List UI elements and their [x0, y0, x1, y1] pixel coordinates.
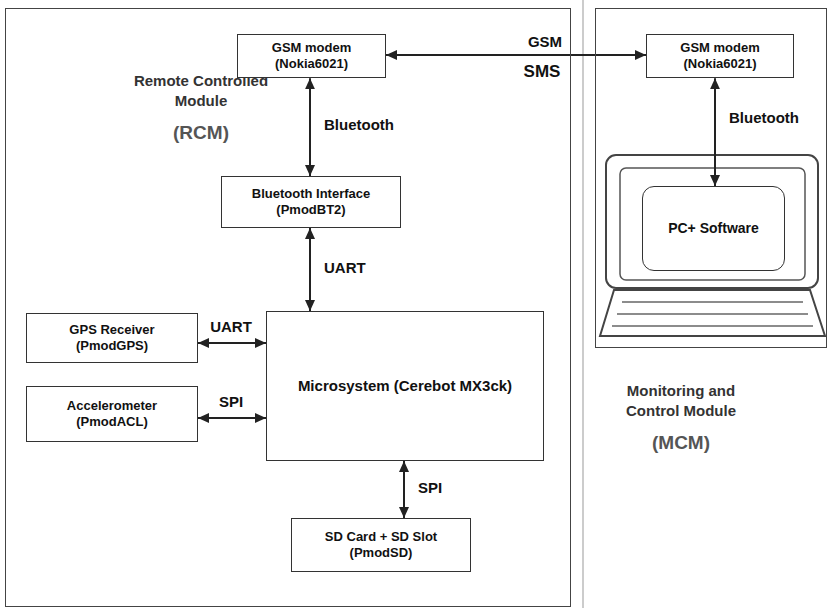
keyboard-line [617, 313, 808, 315]
link-label: UART [208, 318, 254, 336]
link-arrow [309, 228, 311, 311]
link-label: SPI [416, 479, 444, 497]
interface-box: Bluetooth Interface (PmodBT2) [221, 176, 401, 228]
link-arrow [386, 54, 646, 56]
storage-box: SD Card + SD Slot (PmodSD) [291, 518, 471, 572]
software-box: PC+ Software [642, 186, 785, 271]
controller-box: Microsystem (Cerebot MX3ck) [266, 311, 544, 461]
separator-line [583, 0, 584, 608]
link-arrow [714, 78, 716, 186]
module-region: Monitoring and Control Module(MCM)GSM mo… [595, 8, 827, 348]
box-label: GPS Receiver (PmodGPS) [33, 322, 191, 355]
box-label: GSM modem (Nokia6021) [244, 40, 379, 73]
laptop-base [600, 290, 825, 336]
box-label: GSM modem (Nokia6021) [653, 40, 787, 73]
modem-box: GSM modem (Nokia6021) [646, 34, 794, 79]
region-title: Monitoring and Control Module [606, 381, 756, 420]
box-label: Bluetooth Interface (PmodBT2) [228, 186, 394, 219]
link-arrow [198, 342, 266, 344]
region-abbreviation: (MCM) [606, 431, 756, 456]
keyboard-line [612, 325, 813, 327]
sensor-box: Accelerometer (PmodACL) [26, 386, 198, 442]
box-label: Microsystem (Cerebot MX3ck) [298, 377, 512, 396]
link-arrow [309, 78, 311, 176]
module-region: Remote Controlled Module(RCM)GSM modem (… [5, 8, 571, 607]
modem-box: GSM modem (Nokia6021) [237, 34, 386, 79]
sensor-box: GPS Receiver (PmodGPS) [26, 313, 198, 363]
region-abbreviation: (RCM) [126, 121, 276, 146]
link-label: Bluetooth [727, 109, 801, 127]
link-label: Bluetooth [322, 116, 396, 134]
link-arrow [198, 417, 266, 419]
box-label: PC+ Software [668, 220, 759, 238]
link-label: SPI [217, 393, 245, 411]
protocol-label: SMS [522, 62, 563, 82]
box-label: SD Card + SD Slot (PmodSD) [298, 529, 464, 562]
link-label: UART [322, 259, 368, 277]
laptop-screen [620, 168, 805, 280]
link-arrow [403, 461, 405, 518]
box-label: Accelerometer (PmodACL) [33, 398, 191, 431]
laptop-screen-frame [606, 155, 818, 288]
keyboard-line [622, 301, 803, 303]
link-label: GSM [526, 33, 564, 51]
